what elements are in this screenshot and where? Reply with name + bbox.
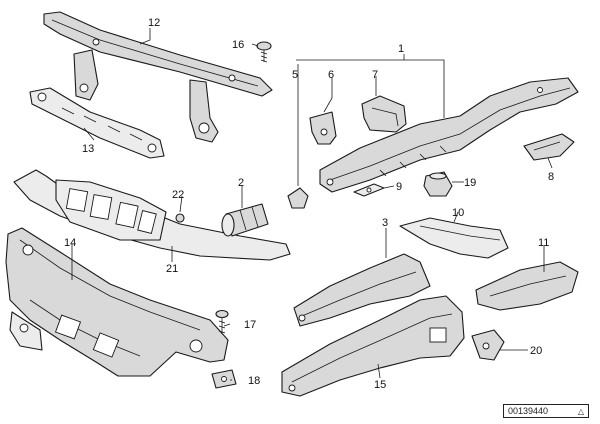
part-15-long-member xyxy=(281,295,465,397)
callout-16: 16 xyxy=(232,39,244,51)
callout-14: 14 xyxy=(64,237,76,249)
part-14-front-panel xyxy=(5,227,229,377)
callout-6: 6 xyxy=(328,69,334,81)
part-21-grille-trim xyxy=(13,169,291,261)
part-16-screw xyxy=(256,41,272,63)
callout-17: 17 xyxy=(244,319,256,331)
leader-lines xyxy=(71,28,553,381)
part-22-clip xyxy=(175,213,185,223)
reference-number: 00139440 xyxy=(508,406,549,416)
callout-1: 1 xyxy=(398,43,404,55)
callout-18: 18 xyxy=(248,375,260,387)
callout-2: 2 xyxy=(238,177,244,189)
part-13-seal-strip xyxy=(29,87,165,159)
part-2-flange xyxy=(221,203,269,237)
callout-21: 21 xyxy=(166,263,178,275)
callout-5: 5 xyxy=(292,69,298,81)
part-3-lower-member xyxy=(293,253,431,327)
part-10-panel xyxy=(399,217,509,259)
part-9-plate xyxy=(353,183,385,197)
part-1-side-member xyxy=(319,77,579,193)
callout-13: 13 xyxy=(82,143,94,155)
callout-15: 15 xyxy=(374,379,386,391)
callout-20: 20 xyxy=(530,345,542,357)
part-17-bolt xyxy=(215,309,229,334)
part-5-grommet xyxy=(287,187,309,209)
part-11-support xyxy=(475,261,579,311)
part-8-small-bracket xyxy=(523,133,575,161)
callout-8: 8 xyxy=(548,171,554,183)
callout-12: 12 xyxy=(148,17,160,29)
part-18-bracket xyxy=(211,369,237,389)
reference-number-box: 00139440 △ xyxy=(503,404,589,418)
callout-11: 11 xyxy=(538,237,549,249)
callout-9: 9 xyxy=(396,181,402,193)
callout-19: 19 xyxy=(464,177,476,189)
callout-labels: 12 16 13 1 5 6 7 8 9 19 22 2 10 3 11 14 … xyxy=(64,17,554,391)
part-6-bracket xyxy=(309,111,337,145)
part-7-mount xyxy=(361,95,407,133)
callout-10: 10 xyxy=(452,207,464,219)
callout-3: 3 xyxy=(382,217,388,229)
warning-triangle-icon: △ xyxy=(577,406,584,416)
part-19-rubber-mount xyxy=(423,171,453,197)
callout-22: 22 xyxy=(172,189,184,201)
callout-7: 7 xyxy=(372,69,378,81)
part-20-bracket xyxy=(471,329,505,361)
part-12-upper-carrier xyxy=(43,11,273,143)
